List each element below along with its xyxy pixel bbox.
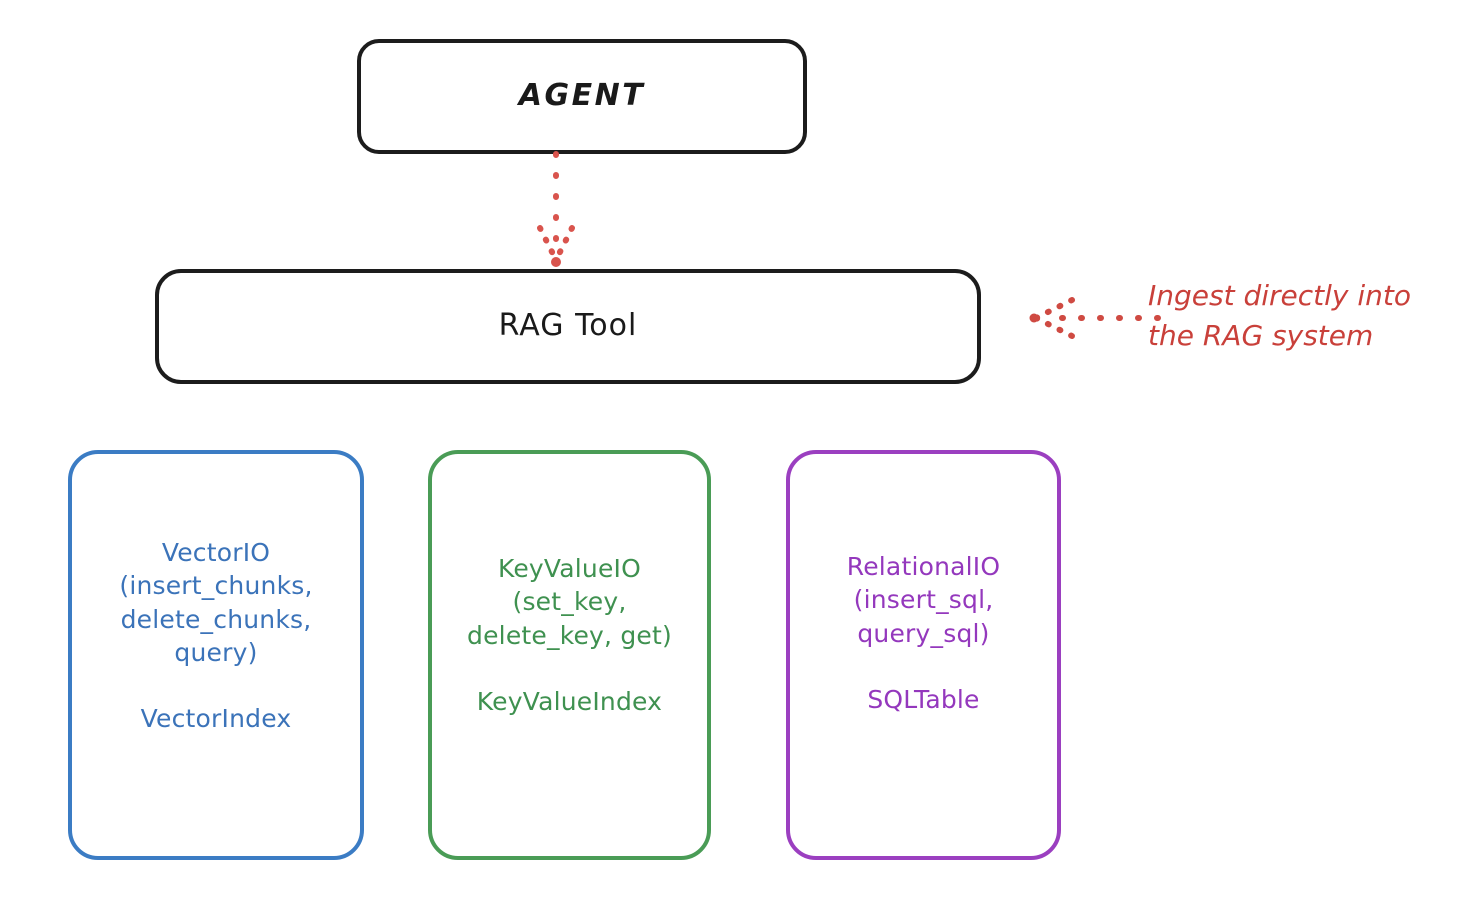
relational-io-node-label: RelationalIO (insert_sql, query_sql) SQL… [846,552,1001,714]
agent-node-label: AGENT [518,78,646,114]
ingest-annotation-text: Ingest directly into the RAG system [1148,279,1412,352]
rag-tool-node[interactable]: RAG Tool [155,269,981,384]
ingest-annotation: Ingest directly into the RAG system [1024,276,1474,376]
relational-io-node[interactable]: RelationalIO (insert_sql, query_sql) SQL… [786,450,1061,860]
agent-node[interactable]: AGENT [357,39,807,154]
vector-io-node-label: VectorIO (insert_chunks, delete_chunks, … [119,538,313,734]
ingest-arrow-icon [1029,297,1161,339]
agent-to-rag-tool-connector [537,151,575,267]
vector-io-node[interactable]: VectorIO (insert_chunks, delete_chunks, … [68,450,364,860]
key-value-io-node-label: KeyValueIO (set_key, delete_key, get) Ke… [467,554,672,716]
rag-tool-node-label: RAG Tool [498,308,638,344]
key-value-io-node[interactable]: KeyValueIO (set_key, delete_key, get) Ke… [428,450,711,860]
